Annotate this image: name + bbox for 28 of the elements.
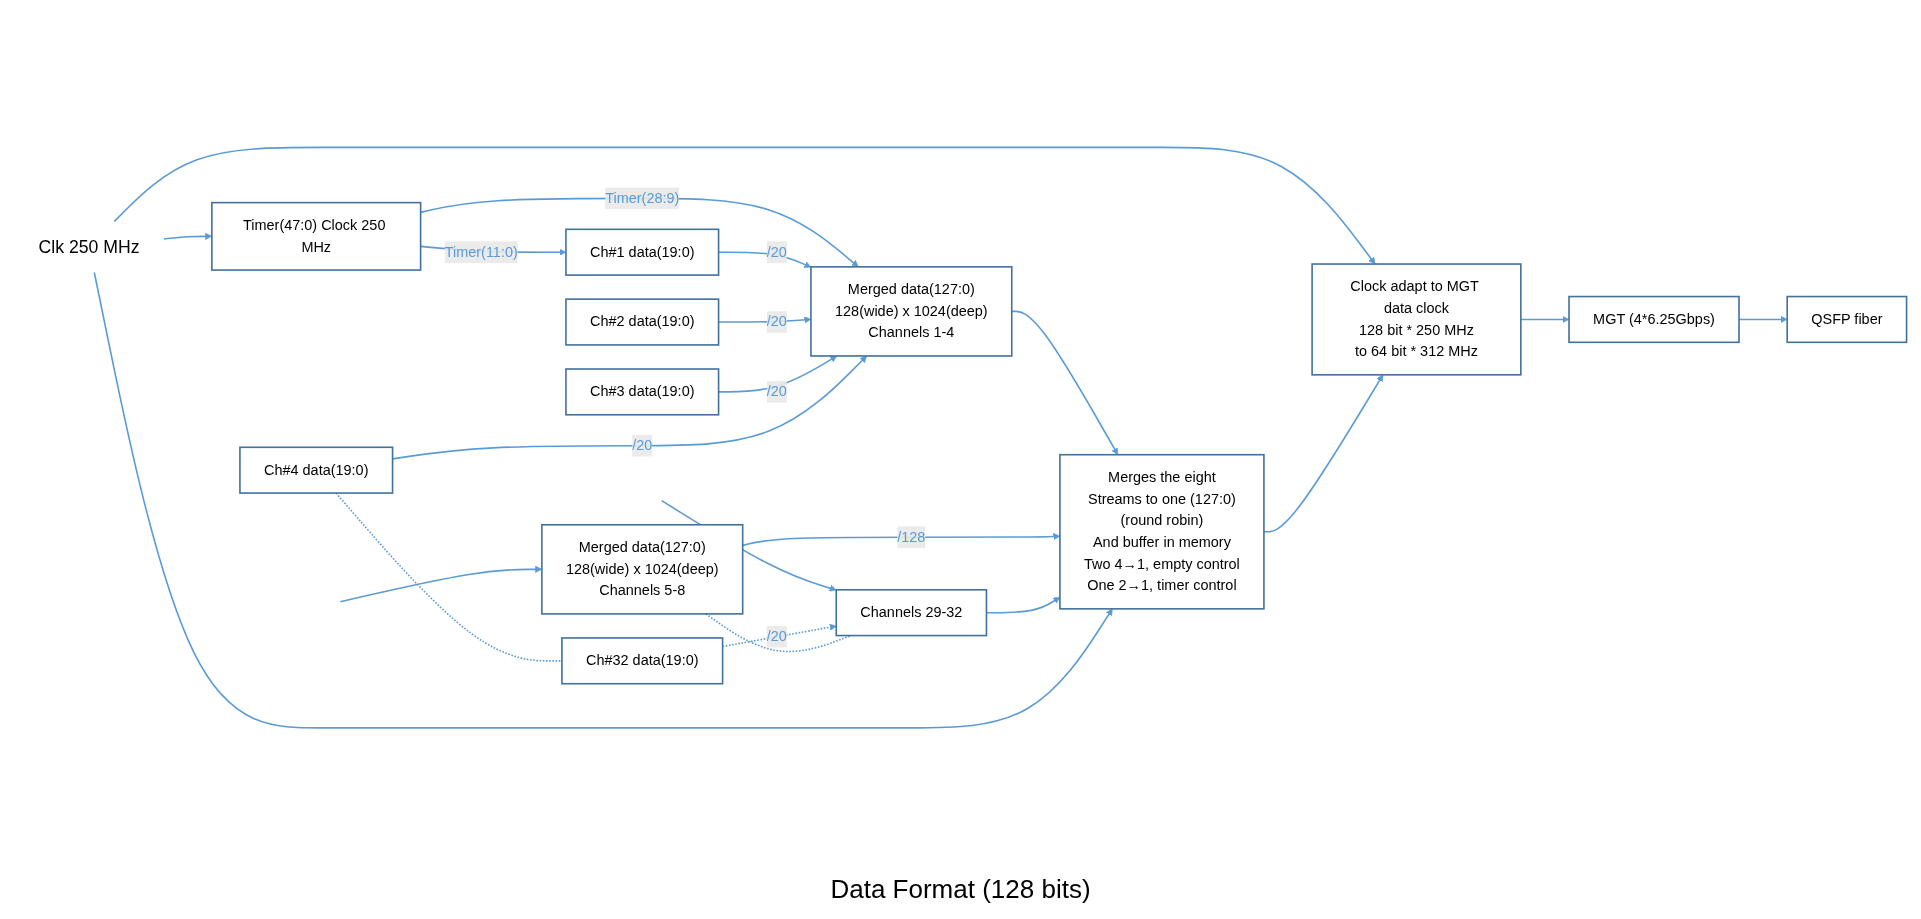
node-box: Merges the eight Streams to one (127:0) (round robin) And buffer in memory Two 4→1, empty control One 2→1, timer control — [1059, 454, 1265, 610]
edge-label: /20 — [766, 383, 787, 400]
node-box: Ch#2 data(19:0) — [565, 298, 720, 347]
edge-label: Timer(11:0) — [444, 244, 518, 261]
node-box: Clock adapt to MGT data clock 128 bit * 250 MHz to 64 bit * 312 MHz — [1311, 263, 1522, 376]
node-text: Clk 250 MHz — [38, 237, 140, 258]
node-box: Ch#1 data(19:0) — [565, 228, 720, 277]
edge-label: Timer(28:9) — [605, 190, 680, 207]
connector — [705, 613, 852, 653]
edge-label: /20 — [766, 628, 787, 645]
node-box: Merged data(127:0) 128(wide) x 1024(deep) Channels 5-8 — [541, 524, 744, 616]
node-box: Merged data(127:0) 128(wide) x 1024(deep) Channels 1-4 — [810, 266, 1013, 358]
arrow — [1263, 374, 1384, 533]
edge-label: /20 — [766, 244, 787, 261]
node-box: Channels 29-32 — [835, 589, 988, 637]
arrow — [1520, 316, 1570, 324]
arrow — [93, 271, 1113, 730]
node-box: Timer(47:0) Clock 250 MHz — [211, 202, 422, 272]
arrow — [113, 146, 1376, 265]
node-box: Ch#4 data(19:0) — [239, 446, 394, 495]
node-box: QSFP fiber — [1786, 296, 1908, 344]
node-box: Ch#32 data(19:0) — [561, 637, 724, 685]
edge-label: /128 — [897, 529, 926, 546]
node-box: Ch#3 data(19:0) — [565, 368, 720, 416]
caption: Data Format (128 bits) — [830, 874, 1091, 905]
edge-label: /20 — [766, 313, 787, 331]
node-box: MGT (4*6.25Gbps) — [1568, 296, 1740, 344]
edge-label: /20 — [632, 437, 653, 454]
